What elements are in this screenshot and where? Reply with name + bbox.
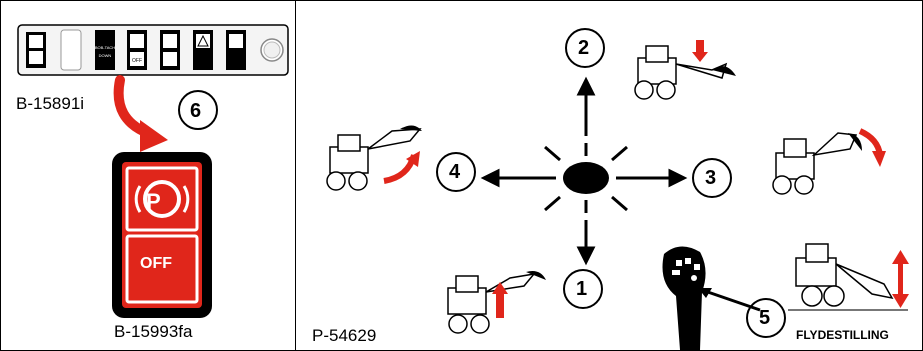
joystick-center: [563, 162, 609, 194]
svg-text:OFF: OFF: [132, 58, 142, 64]
svg-text:DOWN: DOWN: [99, 53, 112, 58]
caption-float: FLYDESTILLING: [796, 328, 889, 342]
red-curved-arrow: [113, 75, 168, 152]
loader-right: [772, 128, 886, 195]
figure-code: P-54629: [312, 326, 377, 345]
switch-panel-code: B-15891i: [16, 94, 85, 113]
parking-p-symbol: P: [146, 189, 161, 214]
callout-5-label: 5: [759, 307, 771, 329]
panel-divider: [295, 0, 296, 351]
joystick-handle: [662, 246, 761, 350]
direction-arrows: [480, 76, 688, 266]
callout-circles: [436, 28, 786, 338]
parking-brake-switch: [112, 152, 212, 318]
loader-top-right: [634, 40, 736, 100]
movement-rays: [544, 143, 628, 213]
loader-float: [788, 243, 909, 311]
left-panel-graphic: BOB-TACH DOWN OFF: [17, 24, 289, 318]
callout-2-label: 2: [578, 37, 590, 59]
loader-bottom: [447, 271, 546, 334]
callout-3-label: 3: [705, 167, 717, 189]
svg-text:BOB-TACH: BOB-TACH: [95, 45, 115, 50]
loader-left: [326, 125, 422, 191]
callout-1-label: 1: [576, 278, 588, 300]
callout-6-label: 6: [190, 100, 202, 122]
switch-large-code: B-15993fa: [114, 322, 193, 341]
callout-6-circle: [178, 90, 218, 130]
callout-4-label: 4: [449, 161, 461, 183]
switch-off-text: OFF: [140, 255, 172, 272]
switch-panel-strip: BOB-TACH DOWN OFF: [17, 24, 289, 76]
